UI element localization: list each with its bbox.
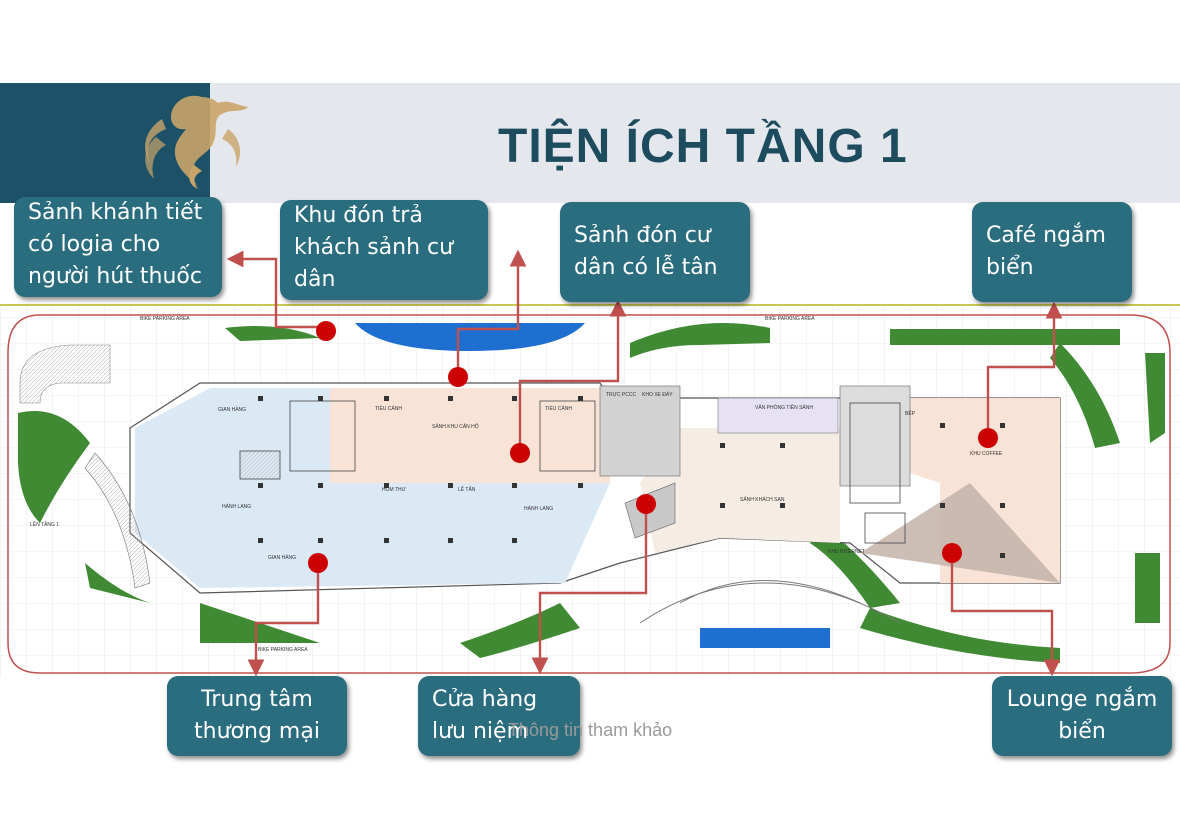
zone-retail xyxy=(135,388,610,588)
zone-office xyxy=(717,397,839,434)
marker-cua-hang xyxy=(636,494,656,514)
marker-lounge xyxy=(942,543,962,563)
watermark: Thông tin tham khảo xyxy=(508,720,673,740)
plan-label: SẢNH KHU CĂN HỘ xyxy=(432,423,479,430)
callout-cafe: Café ngắm biển xyxy=(972,202,1132,302)
landscape-green xyxy=(225,325,320,341)
seahorse-logo-icon xyxy=(145,95,248,191)
plan-label: BIKE PARKING AREA xyxy=(140,316,190,322)
plan-label: KHU INTERNET xyxy=(828,549,865,555)
driveway xyxy=(639,582,901,624)
plan-label: VĂN PHÒNG TIỀN SẢNH xyxy=(755,404,813,411)
pool-top xyxy=(355,323,585,351)
callout-sanh-khanh-tiet: Sảnh khánh tiết có logia cho người hút t… xyxy=(14,197,222,297)
ramp xyxy=(19,344,111,404)
plan-label: TRỰC PCCC xyxy=(606,392,636,398)
header-dark-panel xyxy=(0,83,210,203)
site-boundary xyxy=(7,314,1171,674)
callout-khu-don-tra: Khu đón trả khách sảnh cư dân xyxy=(280,200,488,300)
plan-label: TIỂU CẢNH xyxy=(375,405,402,412)
marker-sanh-don-cu-dan xyxy=(510,443,530,463)
plan-label: BIKE PARKING AREA xyxy=(765,316,815,322)
pool-bottom xyxy=(700,628,830,648)
slide: TIỆN ÍCH TẦNG 1 xyxy=(0,83,1180,763)
landscape-green xyxy=(630,323,770,358)
arrow-cafe xyxy=(986,301,1063,435)
plan-label: KHO XE ĐẨY xyxy=(642,391,673,398)
landscape-green xyxy=(18,411,90,523)
arrow-cua-hang xyxy=(531,504,648,675)
landscape-green xyxy=(1050,343,1120,448)
plan-label: HÀNH LANG xyxy=(222,503,251,510)
plan-label: SẢNH KHÁCH SẠN xyxy=(740,496,785,503)
lift-core xyxy=(539,400,596,472)
arrow-trung-tam xyxy=(247,563,320,677)
landscape-green xyxy=(860,608,1060,663)
zone-lounge xyxy=(860,483,1060,583)
column-grid xyxy=(258,396,1005,558)
marker-cafe xyxy=(978,428,998,448)
marker-khu-don-tra xyxy=(448,367,468,387)
stair-core xyxy=(239,450,281,480)
landscape-green xyxy=(1135,553,1160,623)
landscape-green xyxy=(890,329,1120,345)
arrow-sanh-khanh-tiet xyxy=(226,250,326,329)
plan-label: HÀNH LANG xyxy=(524,505,553,512)
plan-label: LÊN TẦNG 1 xyxy=(30,520,59,528)
plan-label: GIAN HÀNG xyxy=(268,554,296,561)
marker-trung-tam xyxy=(308,553,328,573)
landscape-green xyxy=(85,563,150,603)
callout-cua-hang: Cửa hàng lưu niệm xyxy=(418,676,580,756)
callout-lounge: Lounge ngắm biển xyxy=(992,676,1172,756)
plan-label: BẾP xyxy=(905,410,916,417)
plan-label: KHU COFFEE xyxy=(970,451,1003,457)
arrow-sanh-don-cu-dan xyxy=(518,299,627,449)
page-title: TIỆN ÍCH TẦNG 1 xyxy=(498,120,908,173)
plan-label: GIAN HÀNG xyxy=(218,406,246,413)
plan-label: BIKE PARKING AREA xyxy=(258,647,308,653)
zone-hotel-lobby xyxy=(640,428,840,553)
landscape-green xyxy=(810,523,900,608)
callout-trung-tam: Trung tâm thương mại xyxy=(167,676,347,756)
left-wing xyxy=(84,452,151,589)
zone-service xyxy=(599,385,681,477)
callout-arrows xyxy=(226,249,1063,677)
plan-label: TIỂU CẢNH xyxy=(545,405,572,412)
callout-sanh-don-cu-dan: Sảnh đón cư dân có lễ tân xyxy=(560,202,750,302)
landscape-green xyxy=(1145,353,1165,443)
arrow-khu-don-tra xyxy=(456,249,527,377)
zone-service xyxy=(839,385,911,487)
marker-sanh-khanh-tiet xyxy=(316,321,336,341)
markers xyxy=(308,321,998,573)
plan-label: HÒM THƯ xyxy=(382,486,407,493)
lift-core xyxy=(849,402,901,504)
plan-label: LỄ TÂN xyxy=(458,486,476,493)
floor-plan: BIKE PARKING AREA BIKE PARKING AREA BIKE… xyxy=(0,249,1180,677)
arrow-lounge xyxy=(950,553,1061,677)
landscape-green xyxy=(460,603,580,658)
lift-core xyxy=(864,512,906,544)
zone-apartment-lobby xyxy=(330,388,610,483)
